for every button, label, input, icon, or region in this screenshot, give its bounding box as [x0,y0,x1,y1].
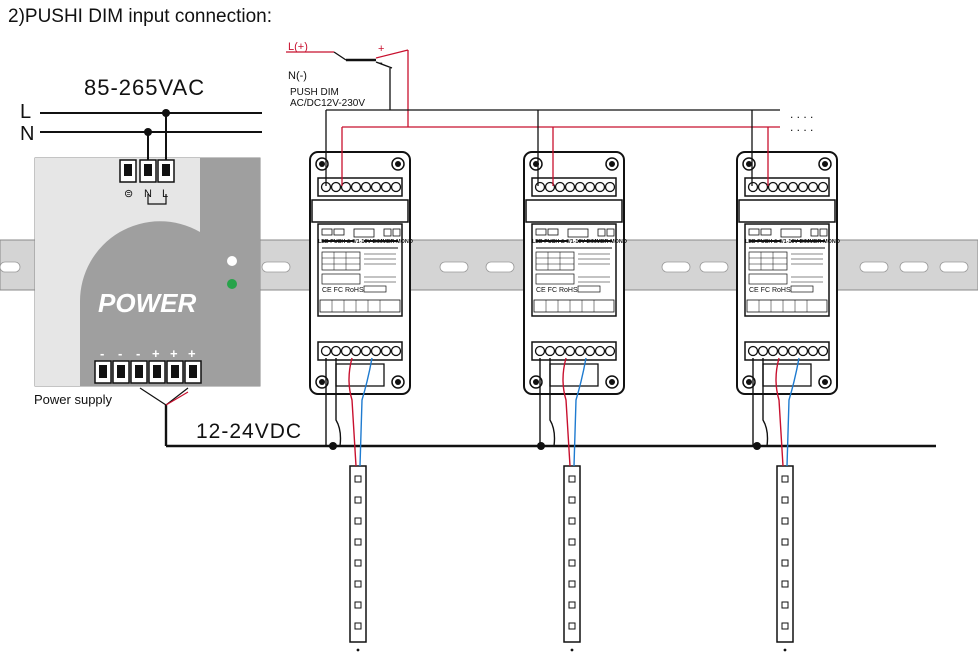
dimmer-unit-2 [523,151,625,395]
dimmer-1-cert: CE FC RoHS [322,287,364,294]
push-plus-label: + [378,43,384,55]
led-strip-1 [349,465,367,656]
continuation-dots-2: . . . . [790,120,813,134]
push-n-label: N(-) [288,70,307,82]
push-dim-wiring [286,49,780,186]
line-l-label: L [20,101,31,123]
page-title: 2)PUSHI DIM input connection: [8,6,272,27]
push-minus-label: - [379,57,383,69]
ac-term-n: N [144,188,152,200]
power-brand: POWER [98,288,196,318]
dc-term-6: + [188,346,196,361]
line-n-label: N [20,123,34,145]
led-strip-2 [563,465,581,656]
dc-term-1: - [100,346,104,361]
dimmer-unit-3 [736,151,838,395]
power-supply-label: Power supply [34,392,113,407]
dc-term-4: + [152,346,160,361]
dimmer-output-wiring [325,357,800,467]
push-dim-name: PUSH DIM [290,87,339,98]
dc-term-5: + [170,346,178,361]
continuation-dots-1: . . . . [790,107,813,121]
dimmer-2-title: LED PUSH & 0/1-10V DIMMER-MONO [532,239,627,245]
mains-wiring [40,112,262,160]
ac-term-l: L [162,188,168,200]
dc-term-2: - [118,346,122,361]
dimmer-1-title: LED PUSH & 0/1-10V DIMMER-MONO [318,239,413,245]
dc-term-3: - [136,346,140,361]
dimmer-unit-1 [309,151,411,395]
push-dim-range: AC/DC12V-230V [290,98,365,109]
dc-bus [139,387,936,448]
dimmer-3-cert: CE FC RoHS [749,287,791,294]
push-l-label: L(+) [288,41,308,53]
led-strip-3 [776,465,794,656]
ac-term-ground: ⊜ [124,188,133,200]
power-supply [34,157,261,387]
dc-voltage-label: 12-24VDC [196,420,302,443]
mains-voltage-label: 85-265VAC [84,75,205,100]
dimmer-2-cert: CE FC RoHS [536,287,578,294]
dimmer-3-title: LED PUSH & 0/1-10V DIMMER-MONO [745,239,840,245]
